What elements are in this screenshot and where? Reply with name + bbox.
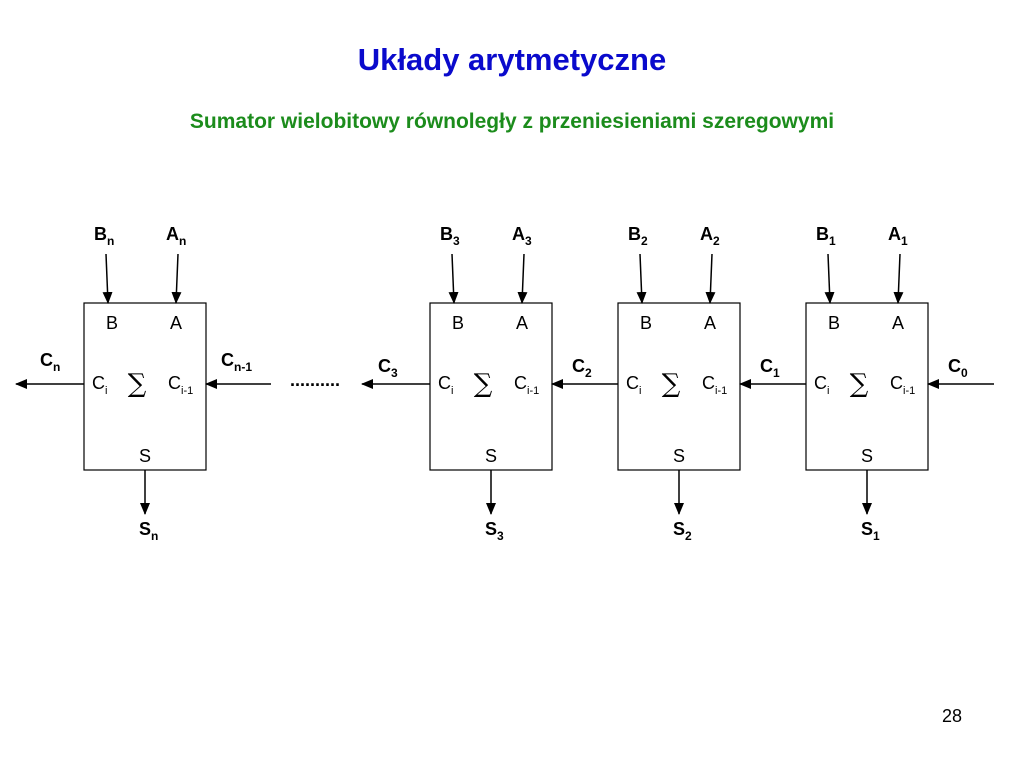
block-3-port-cprev-label: Ci-1 [702,373,727,397]
block-4-port-a-label: A [892,313,904,333]
block-2-output-s-label: S3 [485,519,504,543]
block-2-port-cprev-label: Ci-1 [514,373,539,397]
block-2-port-a-label: A [516,313,528,333]
page-title: Układy arytmetyczne [357,42,667,77]
block-3-port-b-label: B [640,313,652,333]
carry-label-cn: Cn [40,350,60,374]
block-4-sum-symbol: ∑ [850,369,869,399]
block-4-input-a-label: A1 [888,224,908,248]
block-2-port-ci-label: Ci [438,373,453,397]
block-3-sum-symbol: ∑ [662,369,681,399]
block-1-port-s-label: S [139,446,151,466]
carry-label-c2: C2 [572,356,592,380]
block-4-port-ci-label: Ci [814,373,829,397]
carry-label-c0: C0 [948,356,968,380]
block-2-port-b-label: B [452,313,464,333]
block-4-input-b-arrow [824,253,835,304]
block-2-sum-symbol: ∑ [474,369,493,399]
block-4-input-a-arrow [893,253,904,304]
block-4-port-s-label: S [861,446,873,466]
page-subtitle: Sumator wielobitowy równoległy z przenie… [189,110,835,133]
block-2-input-b-arrow [448,253,459,304]
block-4-port-cprev-label: Ci-1 [890,373,915,397]
block-3-input-a-label: A2 [700,224,720,248]
block-1-input-a-arrow [171,253,182,304]
block-4-input-b-label: B1 [816,224,836,248]
block-2-input-b-label: B3 [440,224,460,248]
block-4-box [805,302,929,471]
block-2-input-a-label: A3 [512,224,532,248]
block-3-port-a-label: A [704,313,716,333]
block-1-input-a-label: An [166,224,186,248]
block-1-port-b-label: B [106,313,118,333]
block-1-port-ci-label: Ci [92,373,107,397]
block-2-port-s-label: S [485,446,497,466]
block-1-output-s-label: Sn [139,519,158,543]
carry-label-cn-1: Cn-1 [221,350,252,374]
carry-label-c3: C3 [378,356,398,380]
block-1-port-cprev-label: Ci-1 [168,373,193,397]
block-2-box [429,302,553,471]
page-number: 28 [941,706,962,726]
block-1-input-b-label: Bn [94,224,114,248]
block-3-port-ci-label: Ci [626,373,641,397]
block-3-input-a-arrow [705,253,716,304]
block-4-output-s-label: S1 [861,519,880,543]
block-1-box [83,302,207,471]
block-3-output-s-label: S2 [673,519,692,543]
block-1-port-a-label: A [170,313,182,333]
block-2-input-a-arrow [517,253,528,304]
block-1-input-b-arrow [102,253,113,304]
ellipsis: .......... [290,370,340,390]
block-1-sum-symbol: ∑ [128,369,147,399]
carry-label-c1: C1 [760,356,780,380]
block-3-input-b-label: B2 [628,224,648,248]
block-3-port-s-label: S [673,446,685,466]
block-4-port-b-label: B [828,313,840,333]
block-3-input-b-arrow [636,253,647,304]
